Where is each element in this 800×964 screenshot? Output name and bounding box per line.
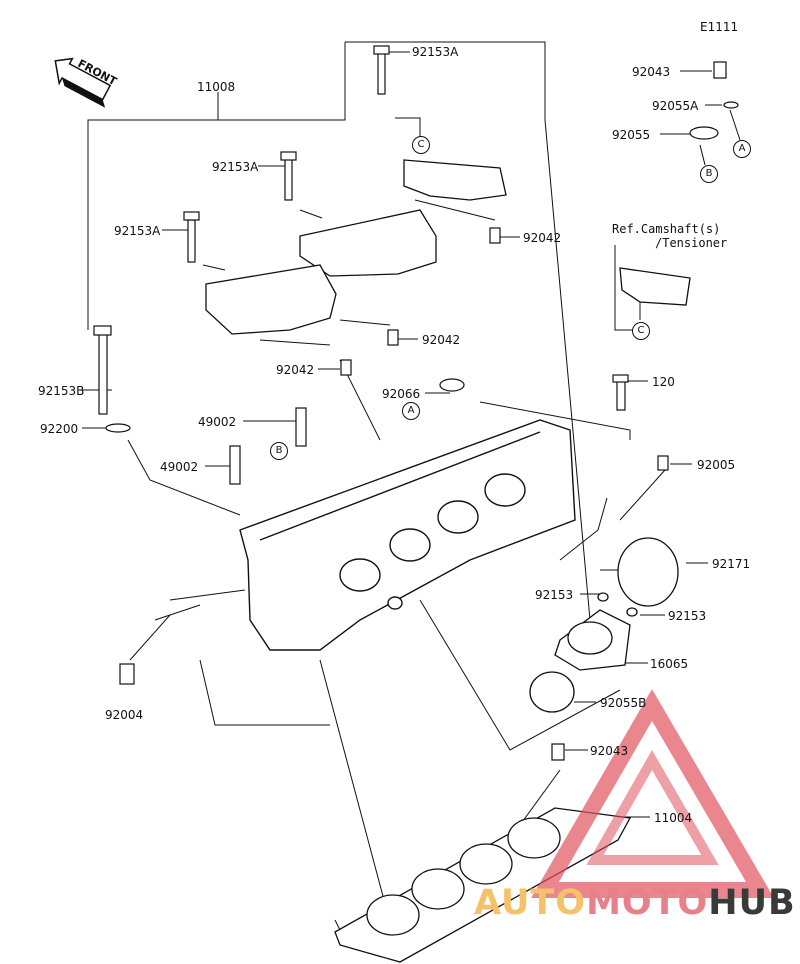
diagram-code: E1111 (700, 20, 739, 34)
part-label-92153a: 92153A (412, 45, 459, 59)
callout-b: B (700, 165, 718, 183)
ref-note-line1: Ref.Camshaft(s) (612, 222, 721, 236)
part-label-92042: 92042 (422, 333, 461, 347)
part-label-92042: 92042 (523, 231, 562, 245)
callout-b: B (270, 442, 288, 460)
part-label-92055b: 92055B (600, 696, 647, 710)
part-label-92171: 92171 (712, 557, 751, 571)
part-label-92005: 92005 (697, 458, 736, 472)
part-label-49002: 49002 (160, 460, 199, 474)
callout-a: A (402, 402, 420, 420)
callout-c: C (412, 136, 430, 154)
watermark-word-auto: AUTOMOTOHUB (474, 883, 796, 923)
part-label-92153: 92153 (668, 609, 707, 623)
part-label-92055: 92055 (612, 128, 651, 142)
part-label-92042: 92042 (276, 363, 315, 377)
part-label-92066: 92066 (382, 387, 421, 401)
part-label-92043: 92043 (632, 65, 671, 79)
part-label-92153a: 92153A (114, 224, 161, 238)
part-label-49002: 49002 (198, 415, 237, 429)
part-label-92153a: 92153A (212, 160, 259, 174)
part-label-11004: 11004 (654, 811, 693, 825)
part-label-92043: 92043 (590, 744, 629, 758)
part-label-92004: 92004 (105, 708, 144, 722)
part-label-92153: 92153 (535, 588, 574, 602)
front-arrow-icon (54, 57, 112, 108)
part-label-92153b: 92153B (38, 384, 85, 398)
part-label-92055a: 92055A (652, 99, 699, 113)
callout-a: A (733, 140, 751, 158)
part-label-11008: 11008 (197, 80, 236, 94)
part-label-120: 120 (652, 375, 675, 389)
part-label-92200: 92200 (40, 422, 79, 436)
part-label-16065: 16065 (650, 657, 689, 671)
ref-note-line2: /Tensioner (655, 236, 728, 250)
callout-c: C (632, 322, 650, 340)
